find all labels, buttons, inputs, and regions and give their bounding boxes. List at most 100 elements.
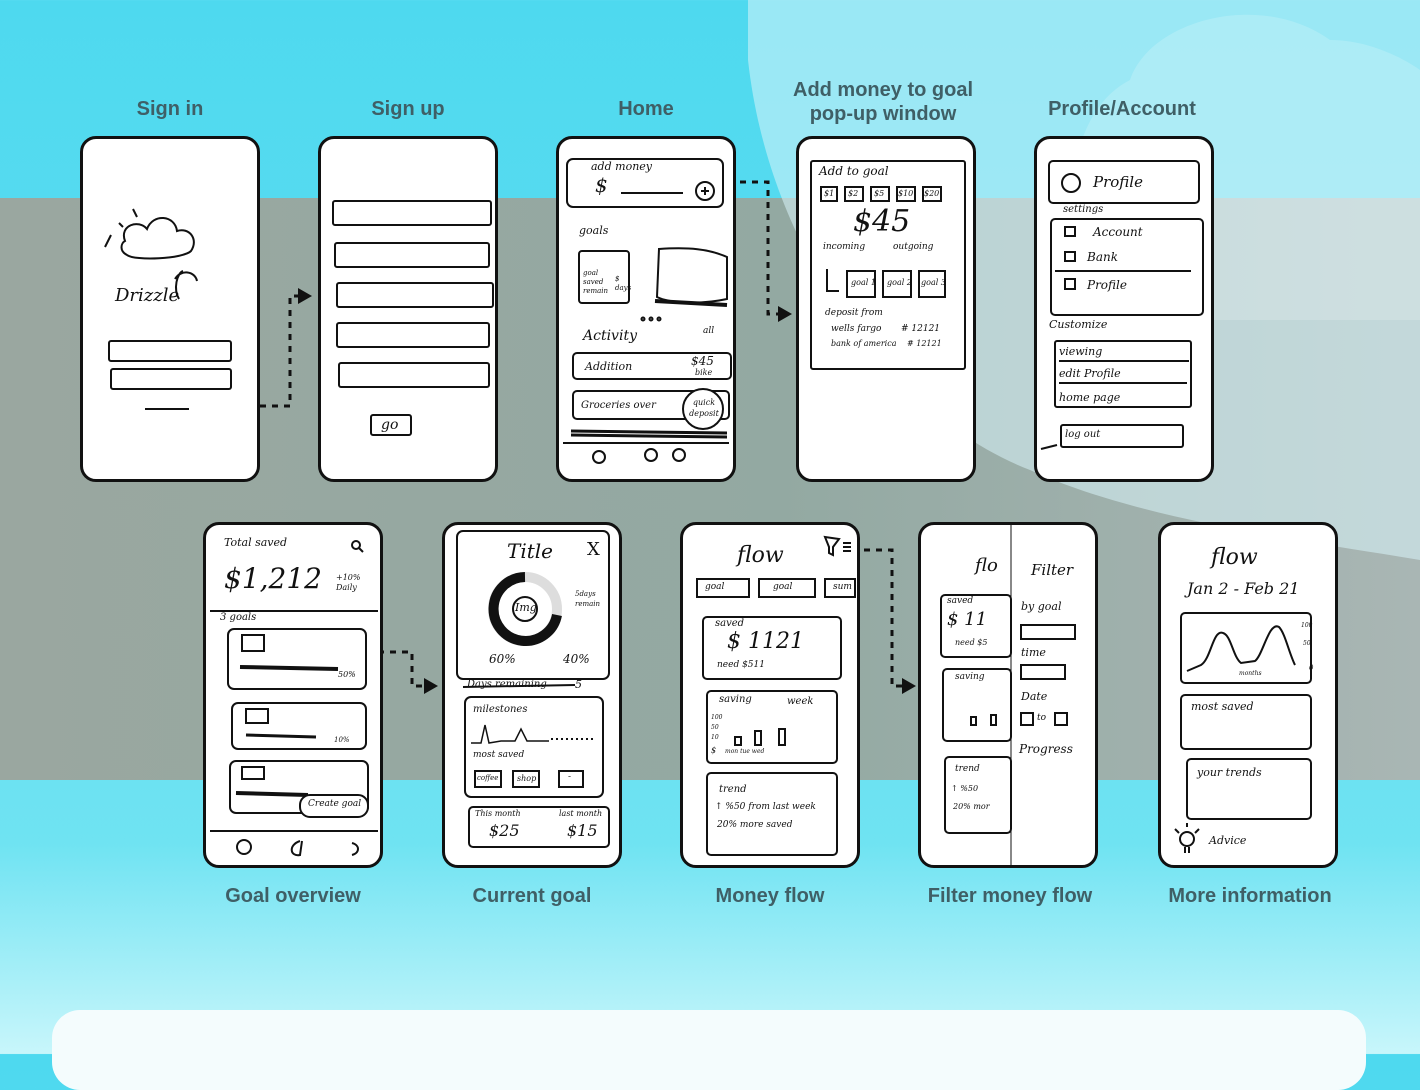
week-dropdown[interactable]: week (787, 696, 814, 707)
settings-bank[interactable]: Bank (1087, 250, 1118, 264)
create-goal-label[interactable]: Create goal (308, 799, 362, 809)
log-out-button[interactable]: log out (1065, 429, 1101, 440)
app-logo: Drizzle (115, 285, 180, 306)
go-button[interactable]: go (381, 417, 399, 433)
milestones-heading: milestones (473, 704, 528, 715)
label-more-information: More information (1168, 885, 1332, 907)
phone-money-flow: flow goal goal sum saved $ 1121 need $51… (680, 522, 860, 868)
customize-viewing[interactable]: viewing (1059, 345, 1103, 358)
customize-edit-profile[interactable]: edit Profile (1059, 367, 1121, 380)
trend-line (1186, 625, 1296, 672)
bank-1-number: # 12121 (901, 324, 941, 334)
profile-heading[interactable]: Profile (1093, 173, 1143, 191)
filter-flow-title: flo (975, 555, 998, 576)
lightbulb-icon (1179, 831, 1195, 847)
days-remaining-label: Days remaining (467, 679, 547, 690)
chip-5[interactable]: $5 (874, 189, 885, 198)
goal-image: Img (515, 601, 537, 614)
profile-card (1048, 160, 1200, 204)
chip-20[interactable]: $20 (924, 189, 940, 198)
chip-shop[interactable]: shop (517, 774, 537, 783)
total-saved-amount: $1,212 (224, 562, 322, 595)
filter-need-amount: need $5 (955, 638, 988, 647)
phone-more-information: flow Jan 2 - Feb 21 months 100 50 0 most… (1158, 522, 1338, 868)
dollar-sign: $ (595, 173, 608, 197)
goals-count: 3 goals (220, 612, 257, 623)
percent-left: 40% (563, 652, 590, 666)
goal-card (578, 250, 630, 304)
your-trends-heading: your trends (1197, 766, 1262, 779)
chip-1[interactable]: $1 (824, 189, 835, 198)
days-remain-note: 5days remain (575, 590, 601, 608)
goal-list-card (229, 760, 369, 814)
flow-title: flow (737, 543, 784, 568)
activity-addition-sub: bike (695, 368, 713, 377)
activity-groceries: Groceries over (581, 400, 656, 411)
goal-list-card (227, 628, 367, 690)
chip-10[interactable]: $10 (898, 189, 914, 198)
goal-progress-2: 10% (334, 736, 350, 744)
phone-goal-overview: Total saved $1,212 +10% Daily 3 goals 50… (203, 522, 383, 868)
phone-add-money: Add to goal $1 $2 $5 $10 $20 $45 incomin… (796, 136, 976, 482)
customize-heading: Customize (1049, 318, 1108, 331)
outgoing-label[interactable]: outgoing (893, 242, 934, 252)
tab-goal-2[interactable]: goal (773, 582, 793, 592)
axis-tick-50: 50 (711, 724, 719, 731)
total-saved-label: Total saved (224, 536, 288, 549)
chart-x-label: months (1239, 670, 1262, 677)
chip-other[interactable]: - (568, 772, 572, 782)
chip-coffee[interactable]: coffee (477, 774, 499, 782)
quick-deposit-label[interactable]: quick deposit (689, 398, 719, 418)
goal-1-option[interactable]: goal 1 (851, 278, 876, 287)
more-info-title: flow (1211, 545, 1258, 570)
popup-title: Add to goal (819, 164, 889, 178)
label-goal-overview: Goal overview (225, 885, 361, 907)
goal-list-card (231, 702, 367, 750)
goal-2-option[interactable]: goal 2 (887, 278, 912, 287)
goal-card (655, 247, 728, 304)
date-range[interactable]: Jan 2 - Feb 21 (1187, 579, 1300, 598)
popup-window (810, 160, 966, 370)
most-saved-heading: most saved (1191, 700, 1254, 713)
cloud-icon (120, 217, 195, 260)
activity-addition-amount: $45 (691, 354, 714, 368)
activity-row (572, 390, 730, 420)
trend-line-1: ↑ %50 from last week (715, 802, 816, 812)
settings-account[interactable]: Account (1093, 225, 1143, 239)
label-money-flow: Money flow (715, 885, 825, 907)
signup-field (336, 282, 494, 308)
goal-3-option[interactable]: goal 3 (921, 278, 946, 287)
filter-icon (823, 535, 841, 557)
bank-1-name[interactable]: wells fargo (831, 324, 882, 334)
customize-home-page[interactable]: home page (1059, 391, 1121, 404)
label-profile: Profile/Account (1048, 98, 1196, 120)
goal-card-text: goal saved remain (583, 269, 609, 295)
this-month-amount: $25 (489, 821, 520, 840)
filter-heading: Filter (1031, 561, 1074, 579)
phone-sign-up: go (318, 136, 498, 482)
signup-field (332, 200, 492, 226)
filter-time[interactable]: time (1021, 646, 1046, 659)
add-money-card (566, 158, 724, 208)
chip-2[interactable]: $2 (848, 189, 859, 198)
this-month-label: This month (475, 809, 521, 818)
avatar-icon (1061, 173, 1081, 193)
settings-profile[interactable]: Profile (1087, 278, 1127, 292)
advice-link[interactable]: Advice (1209, 834, 1247, 847)
filter-date-to: to (1037, 713, 1047, 723)
tab-sum[interactable]: sum (833, 582, 852, 592)
axis-tick-10: 10 (711, 734, 719, 741)
create-goal-button (299, 794, 369, 818)
close-icon[interactable]: X (587, 539, 600, 560)
tab-goal-1[interactable]: goal (705, 582, 725, 592)
bank-2-name[interactable]: bank of america (831, 339, 897, 348)
signup-field (336, 322, 490, 348)
amount-value: $45 (853, 204, 911, 239)
filter-by-goal[interactable]: by goal (1021, 600, 1062, 613)
incoming-label[interactable]: incoming (823, 242, 866, 252)
chart-y-tick-0: 0 (1309, 664, 1314, 672)
phone-filter-money-flow: flo saved $ 11 need $5 saving trend ↑ %5… (918, 522, 1098, 868)
all-link[interactable]: all (703, 326, 715, 336)
filter-progress[interactable]: Progress (1019, 742, 1073, 756)
need-amount: need $511 (717, 660, 765, 670)
